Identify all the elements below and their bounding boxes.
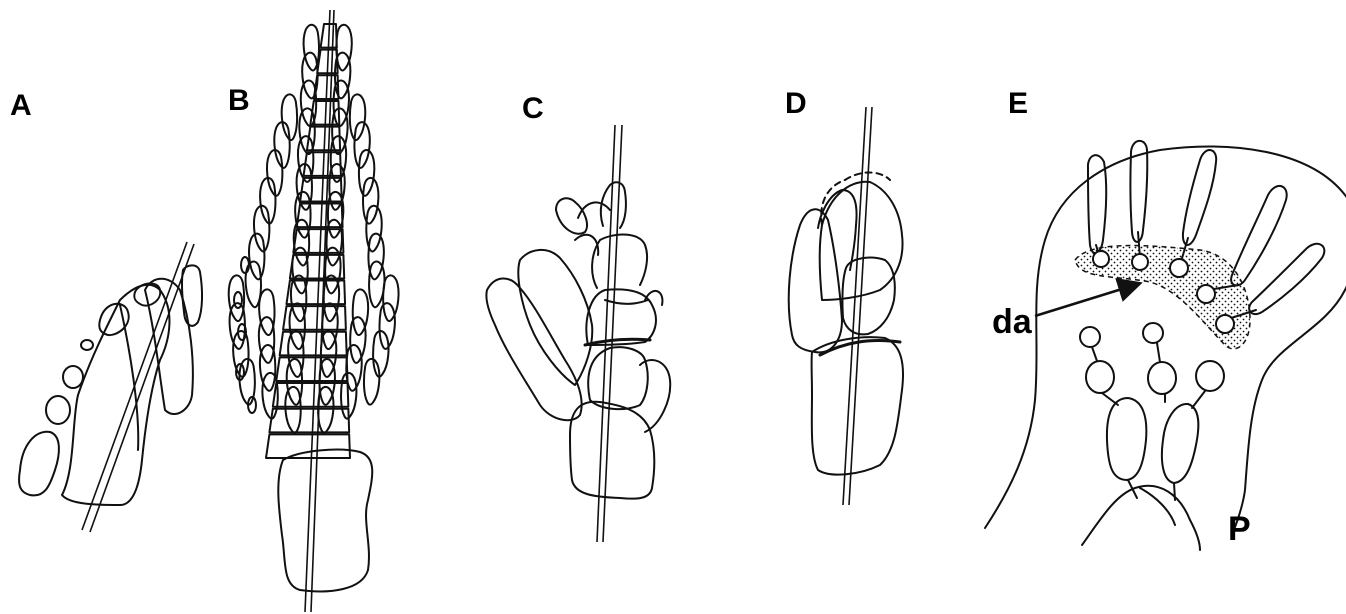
panel-a-bone [46, 396, 70, 424]
panel-label-a: A [10, 89, 32, 122]
panel-b-radial [368, 234, 383, 280]
panel-b-radial [285, 387, 300, 433]
panel-e-bead [1080, 327, 1100, 347]
panel-b-radial [346, 345, 361, 391]
panel-b-radial [366, 206, 381, 252]
panel-e-bead [1148, 362, 1176, 394]
panel-b-radial [304, 25, 319, 71]
panel-b-mesomere [273, 383, 349, 407]
panel-label-d: D [785, 87, 807, 120]
panel-e-nodule [1170, 259, 1188, 277]
panel-e-bead [1196, 361, 1224, 391]
panel-d-drawing [789, 107, 903, 505]
annotation-p: P [1228, 510, 1251, 548]
panel-b-right-radials [318, 25, 398, 433]
panel-a-bone [81, 340, 93, 350]
panel-e-nodule [1216, 315, 1234, 333]
panel-b-mesomere [269, 409, 349, 433]
panel-e-bead [1143, 323, 1163, 343]
panel-b-basal-bone [278, 450, 372, 592]
panel-b-radial [288, 331, 303, 377]
panel-b-mesomere [266, 434, 350, 458]
panel-label-e: E [1008, 87, 1028, 120]
panel-b-radial [350, 317, 365, 363]
panel-e-nodule [1197, 285, 1215, 303]
panel-b-radial [291, 275, 306, 321]
panel-a-drawing [19, 242, 202, 532]
panel-c-drawing [486, 125, 670, 542]
panel-e-nodule [1093, 251, 1109, 267]
panel-b-radial [290, 303, 305, 349]
panel-a-axis [90, 244, 194, 532]
panel-b-radial [302, 53, 317, 99]
panel-e-drawing [985, 141, 1346, 550]
panel-b-radial [259, 289, 274, 335]
panel-e-nodule [1132, 254, 1148, 270]
panel-b-radial [350, 94, 365, 140]
panel-d-axis [849, 107, 872, 505]
panel-b-drawing [229, 10, 399, 612]
annotation-da: da [992, 303, 1033, 341]
panel-a-bone [63, 366, 83, 388]
panel-b-radial [363, 178, 378, 224]
panel-label-c: C [522, 92, 544, 125]
panel-b-radial [383, 275, 398, 321]
panel-b-nodule [234, 292, 242, 308]
panel-b-radial [364, 359, 379, 405]
panel-d-axis [843, 107, 866, 505]
panel-label-b: B [228, 84, 250, 117]
panel-a-axis [82, 242, 187, 530]
distal-area-arrow [1035, 284, 1138, 316]
panel-e-bead [1086, 361, 1114, 393]
